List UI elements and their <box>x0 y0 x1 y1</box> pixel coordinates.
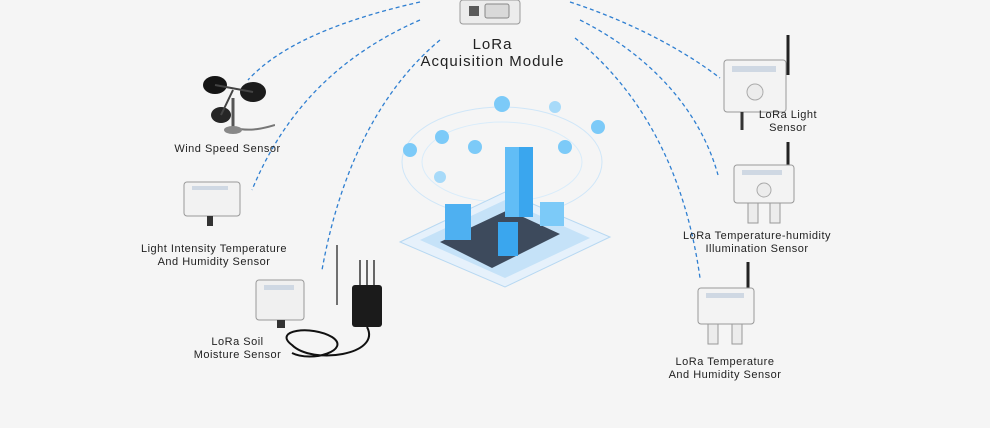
smart-city-icon <box>398 96 612 288</box>
temp-humidity-name-line-1: LoRa Temperature <box>675 356 775 368</box>
illumination-sensor-name-line-1: LoRa Temperature-humidity <box>682 230 832 242</box>
acquisition-module-icon <box>459 0 521 25</box>
light-intensity-label: Light Intensity Temperature And Humidity… <box>128 243 300 269</box>
sensor-box-icon <box>183 181 241 226</box>
temp-humidity-sensor-icon <box>697 262 755 345</box>
link-temp-humidity-illumination <box>579 19 719 176</box>
illumination-sensor-icon <box>733 142 795 224</box>
soil-probe-icon <box>255 245 382 358</box>
light-sensor-name-line-1: LoRa Light <box>758 109 818 121</box>
link-soil-moisture <box>321 39 441 271</box>
link-light-intensity <box>251 19 421 191</box>
hub-title-line-1: LoRa <box>472 36 513 53</box>
temp-humidity-label: LoRa Temperature And Humidity Sensor <box>662 356 788 382</box>
soil-moisture-name-line-2: Moisture Sensor <box>193 348 282 361</box>
hub-title-line-2: Acquisition Module <box>420 53 565 71</box>
light-sensor-name-line-2: Sensor <box>769 121 807 134</box>
wind-speed-label: Wind Speed Sensor <box>165 143 290 156</box>
wind-speed-name: Wind Speed Sensor <box>174 143 281 155</box>
light-sensor-icon <box>723 35 790 130</box>
light-intensity-name-line-1: Light Intensity Temperature <box>141 243 287 255</box>
link-light-sensor <box>569 1 721 79</box>
illumination-sensor-label: LoRa Temperature-humidity Illumination S… <box>676 230 838 256</box>
light-sensor-label: LoRa Light Sensor <box>748 109 828 135</box>
illumination-sensor-name-line-2: Illumination Sensor <box>705 242 809 255</box>
soil-moisture-name-line-1: LoRa Soil <box>211 336 264 348</box>
soil-moisture-label: LoRa Soil Moisture Sensor <box>185 336 290 362</box>
anemometer-icon <box>203 76 275 134</box>
link-wind-speed <box>247 1 421 81</box>
hub-label: LoRa Acquisition Module <box>415 36 570 71</box>
link-temp-humidity <box>574 37 701 279</box>
temp-humidity-name-line-2: And Humidity Sensor <box>668 368 782 381</box>
light-intensity-name-line-2: And Humidity Sensor <box>157 255 271 268</box>
